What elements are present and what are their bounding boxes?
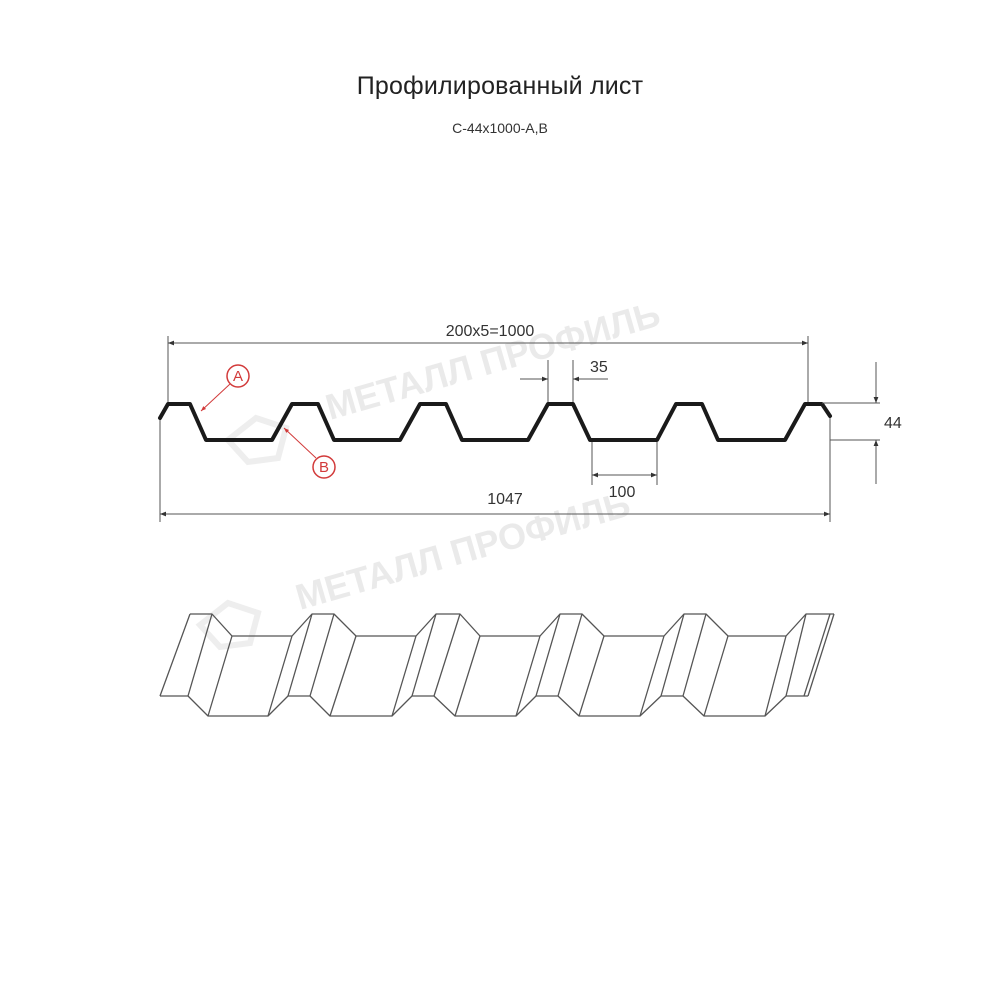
dim-crest-width: 35 [520,359,608,403]
dim-total-width-text: 1047 [487,491,523,508]
callout-a: A [200,364,250,412]
watermark-logo-icon [195,414,290,651]
dim-valley-width: 100 [591,442,658,501]
dim-height-text: 44 [884,415,902,432]
dim-crest-width-text: 35 [590,359,608,376]
isometric-view [159,613,835,717]
dim-working-width: 200x5=1000 [167,323,809,404]
dim-valley-width-text: 100 [609,484,636,501]
product-code: С-44х1000-А,В [452,120,548,136]
dim-height: 44 [822,362,902,484]
profile-section [158,402,832,442]
svg-text:B: B [319,459,329,476]
iso-longitudinal-lines [159,613,835,717]
callout-b: B [283,427,336,479]
watermark-bottom: МЕТАЛЛ ПРОФИЛЬ [291,483,635,618]
svg-text:A: A [233,368,243,385]
svg-text:МЕТАЛЛ ПРОФИЛЬ: МЕТАЛЛ ПРОФИЛЬ [321,293,665,428]
dim-total-width: 1047 [159,418,831,522]
drawing-title: Профилированный лист [356,72,644,100]
watermark-top: МЕТАЛЛ ПРОФИЛЬ [321,293,665,428]
svg-text:МЕТАЛЛ ПРОФИЛЬ: МЕТАЛЛ ПРОФИЛЬ [291,483,635,618]
dim-working-width-text: 200x5=1000 [446,323,535,340]
